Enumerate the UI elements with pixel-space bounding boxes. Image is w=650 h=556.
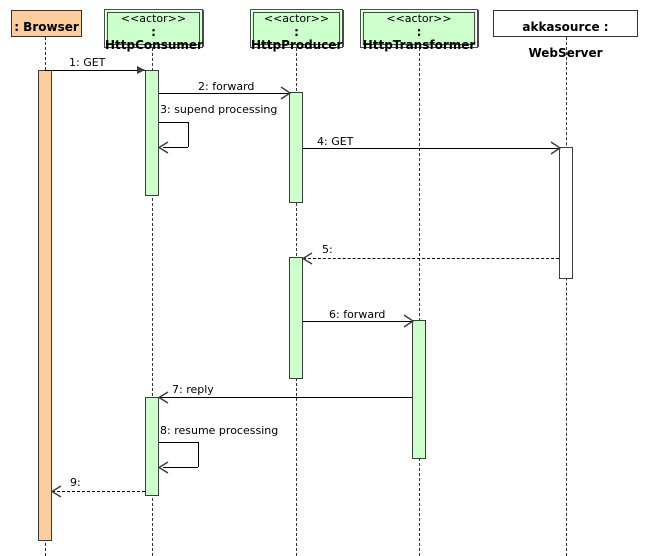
message-arrow-1 (137, 66, 145, 74)
message-line-3-bottom[interactable] (163, 147, 188, 148)
message-line-3-top[interactable] (159, 122, 188, 123)
message-label-8: 8: resume processing (160, 424, 279, 437)
message-arrow-3 (157, 141, 169, 154)
lifeline-stereotype-http-transformer: <<actor>> (386, 12, 452, 25)
lifeline-stereotype-http-producer: <<actor>> (263, 12, 330, 25)
lifeline-name-http-transformer: : HttpTransformer (362, 24, 476, 53)
lifeline-head-http-producer[interactable]: <<actor>> : HttpProducer (250, 9, 343, 52)
message-line-8-side (198, 442, 199, 467)
message-line-9[interactable] (52, 491, 145, 492)
message-line-1[interactable] (45, 70, 145, 71)
lifeline-head-web-server[interactable]: akkasource : WebServer (493, 10, 638, 60)
message-arrow-6 (403, 314, 415, 328)
message-label-6: 6: forward (329, 308, 386, 321)
message-line-7[interactable] (159, 397, 412, 398)
message-label-5: 5: (322, 243, 333, 256)
activation-http-producer-2 (289, 257, 303, 379)
message-arrow-9 (50, 485, 62, 498)
lifeline-web-server (566, 37, 567, 556)
message-line-6[interactable] (303, 321, 412, 322)
message-label-7: 7: reply (172, 383, 214, 396)
activation-http-consumer-1 (145, 70, 159, 196)
lifeline-name-http-consumer: : HttpConsumer (105, 24, 203, 53)
lifeline-name-browser: : Browser (14, 20, 79, 34)
activation-http-transformer-1 (412, 320, 426, 459)
lifeline-http-transformer (419, 48, 420, 556)
message-label-2: 2: forward (198, 80, 255, 93)
message-arrow-4 (550, 141, 562, 155)
activation-web-server-1 (559, 147, 573, 279)
lifeline-stereotype-http-consumer: <<actor>> (120, 12, 187, 25)
lifeline-name-http-producer: : HttpProducer (251, 24, 343, 53)
message-arrow-2 (280, 86, 292, 100)
message-line-2[interactable] (159, 93, 289, 94)
message-arrow-7 (157, 391, 169, 404)
message-arrow-5 (301, 252, 313, 265)
message-label-3: 3: supend processing (160, 103, 278, 116)
message-line-8-bottom[interactable] (163, 467, 198, 468)
message-line-4[interactable] (303, 148, 559, 149)
message-line-8-top[interactable] (159, 442, 198, 443)
lifeline-head-http-transformer[interactable]: <<actor>> : HttpTransformer (360, 9, 478, 52)
lifeline-name-web-server: akkasource : WebServer (522, 20, 609, 60)
message-label-4: 4: GET (317, 135, 354, 148)
activation-http-consumer-2 (145, 397, 159, 496)
activation-browser (38, 70, 52, 541)
message-label-1: 1: GET (69, 56, 106, 69)
lifeline-head-browser[interactable]: : Browser (11, 10, 82, 37)
message-line-3-side (188, 122, 189, 147)
lifeline-http-consumer (152, 48, 153, 556)
message-arrow-8 (157, 461, 169, 474)
lifeline-head-http-consumer[interactable]: <<actor>> : HttpConsumer (104, 9, 203, 52)
message-line-5[interactable] (303, 258, 559, 259)
message-label-9: 9: (70, 476, 81, 489)
activation-http-producer-1 (289, 92, 303, 203)
